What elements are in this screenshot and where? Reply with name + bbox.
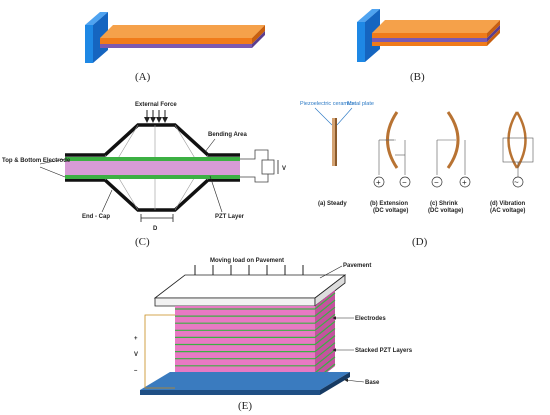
e-v: V: [134, 352, 138, 358]
state-d-title: (d) Vibration: [490, 201, 526, 207]
electrodes-label: Electrodes: [355, 316, 386, 322]
electrode-line: [175, 342, 336, 360]
voltage-circuit: [240, 149, 275, 183]
pavement-label: Pavement: [343, 263, 371, 269]
svg-text:−: −: [434, 178, 439, 187]
electrode-pointer-bottom: [39, 166, 66, 178]
panel-a: (A): [85, 12, 265, 83]
bottom-electrode: [65, 175, 240, 179]
state-d-sub: (AC voltage): [490, 208, 525, 214]
cantilever-unimorph: [85, 12, 265, 63]
caption-d: (D): [412, 236, 428, 248]
state-b-title: (b) Extension: [370, 201, 408, 207]
pavement-pointer: [319, 265, 343, 279]
e-plus: +: [134, 336, 138, 342]
caption-e: (E): [238, 400, 252, 412]
electrode-line: [175, 349, 336, 367]
e-minus: –: [134, 368, 138, 374]
piezo-label: Piezoelectric ceramics: [300, 101, 355, 107]
caption-c: (C): [135, 236, 150, 248]
base-label: Base: [365, 380, 380, 386]
steady-plate: [332, 118, 337, 166]
d-label: D: [153, 226, 158, 232]
electrode-label: Top & Bottom Electrode: [2, 158, 71, 164]
base-pointer: [344, 378, 365, 383]
panel-d: Piezoelectric ceramics Metal plate + −: [300, 101, 534, 248]
panel-e: Moving load on Pavement Pavement: [134, 258, 413, 412]
top-electrode: [65, 157, 240, 161]
electrode-line: [175, 335, 336, 353]
electrode-line: [175, 306, 336, 324]
base: [140, 372, 350, 395]
d-dimension: [140, 214, 174, 222]
extension-plate: + −: [373, 111, 411, 188]
cantilever-bimorph: [357, 9, 500, 62]
caption-b: (B): [410, 71, 425, 83]
svg-text:+: +: [376, 178, 381, 187]
caption-a: (A): [135, 71, 151, 83]
end-cap: [65, 123, 240, 212]
electrode-pointer-top: [39, 158, 66, 165]
bending-area-label: Bending Area: [208, 132, 247, 138]
state-a-title: (a) Steady: [318, 201, 347, 207]
piezo-pointer: [314, 107, 333, 126]
electrode-line: [175, 299, 336, 317]
external-force-arrows: [144, 110, 168, 123]
moving-load-label: Moving load on Pavement: [210, 258, 284, 264]
electrode-line: [175, 328, 336, 346]
svg-text:~: ~: [514, 178, 519, 187]
end-cap-pointer: [101, 189, 113, 213]
external-force-label: External Force: [135, 102, 177, 108]
pzt-pointer: [209, 175, 223, 213]
electrode-line: [175, 292, 336, 310]
c-v-label: V: [282, 166, 286, 172]
state-c-sub: (DC voltage): [428, 208, 463, 214]
panel-c: External Force V Bending Area: [2, 102, 286, 248]
state-c-title: (c) Shrink: [430, 201, 458, 207]
metal-label: Metal plate: [347, 101, 374, 107]
stacked-label: Stacked PZT Layers: [355, 348, 413, 354]
metal-pointer: [336, 107, 353, 126]
electrode-line: [175, 313, 336, 331]
svg-text:−: −: [402, 178, 407, 187]
bending-area-pointer: [204, 138, 216, 153]
pavement-slab: [153, 274, 347, 307]
pzt-layer-label: PZT Layer: [215, 214, 245, 220]
electrode-line: [175, 320, 336, 338]
vibration-plate: ~: [502, 111, 534, 188]
shrink-plate: − +: [431, 111, 471, 188]
svg-text:+: +: [462, 178, 467, 187]
state-b-sub: (DC voltage): [373, 208, 408, 214]
pzt-layer: [65, 161, 240, 175]
end-cap-label: End - Cap: [82, 214, 110, 220]
panel-b: (B): [357, 9, 500, 83]
e-circuit: [144, 314, 175, 389]
